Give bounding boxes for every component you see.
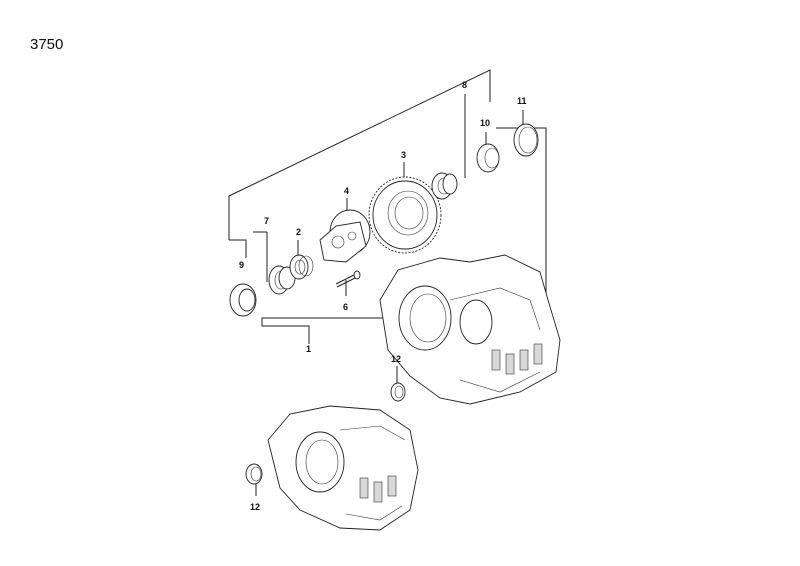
- callout-9: 9: [239, 260, 244, 270]
- bolt-6: [335, 270, 361, 288]
- differential-case-4: [319, 209, 371, 263]
- transaxle-case: [267, 405, 419, 531]
- oil-seal-9: [229, 283, 257, 317]
- callout-10: 10: [480, 118, 490, 128]
- oil-seal-12-upper: [390, 382, 406, 402]
- callout-12-upper: 12: [391, 354, 401, 364]
- transaxle-housing: [379, 254, 561, 405]
- callout-4: 4: [344, 186, 349, 196]
- side-gear-2: [289, 254, 314, 280]
- oil-seal-12-lower: [245, 463, 263, 485]
- callout-6: 6: [343, 302, 348, 312]
- callout-12-lower: 12: [250, 502, 260, 512]
- callout-1: 1: [306, 344, 311, 354]
- ring-gear-3: [368, 176, 442, 254]
- callout-8: 8: [462, 80, 467, 90]
- callout-7: 7: [264, 216, 269, 226]
- bearing-race-10: [476, 143, 500, 173]
- callout-11: 11: [517, 96, 527, 106]
- callout-2: 2: [296, 227, 301, 237]
- shim-11: [513, 123, 539, 157]
- callout-3: 3: [401, 150, 406, 160]
- diagram-reference-number: 3750: [30, 36, 64, 53]
- taper-bearing-8: [431, 172, 458, 200]
